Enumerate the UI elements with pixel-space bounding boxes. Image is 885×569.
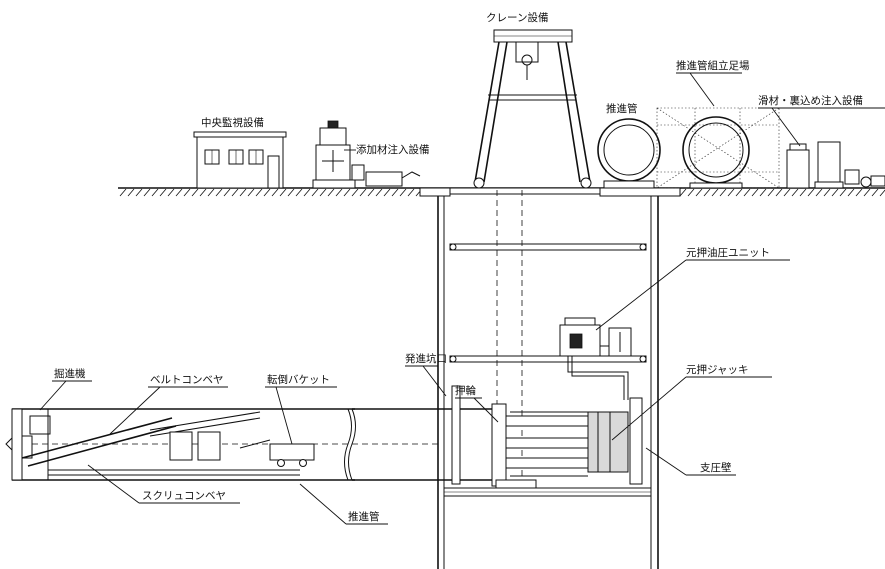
ground-hatch (719, 188, 727, 197)
central-monitoring-building (193, 131, 287, 189)
ground-hatch (207, 188, 215, 197)
gantry-crane (473, 29, 592, 189)
ground-hatch (327, 188, 335, 197)
ground-hatch (159, 188, 167, 197)
label-additive: 添加材注入設備 (356, 143, 430, 156)
ground-hatch (407, 188, 415, 197)
ground-hatch (711, 188, 719, 197)
label-pipe-bottom: 推進管 (348, 510, 380, 523)
ground-hatch (335, 188, 343, 197)
leader-lines (39, 72, 885, 525)
ground-hatch (735, 188, 743, 197)
ground-hatch (839, 188, 847, 197)
pipe-assembly-scaffold (656, 107, 780, 189)
ground-hatch (287, 188, 295, 197)
ground-hatch (703, 188, 711, 197)
additive-injection-equipment (312, 120, 421, 189)
label-hydraulic-unit: 元押油圧ユニット (686, 246, 770, 259)
ground-hatch (119, 188, 127, 197)
main-jack-hydraulic-unit (559, 317, 632, 400)
lubricant-backfill-injection-equipment (786, 141, 885, 189)
ground-hatch (191, 188, 199, 197)
tunnel-left (5, 408, 438, 481)
ground-hatch (295, 188, 303, 197)
ground-hatch (799, 188, 807, 197)
ground-hatch (767, 188, 775, 197)
ground-hatch (391, 188, 399, 197)
label-screw-conveyor: スクリュコンベヤ (142, 490, 226, 502)
ground-hatch (807, 188, 815, 197)
label-crane: クレーン設備 (486, 11, 548, 24)
ground-hatch (727, 188, 735, 197)
ground-hatch (687, 188, 695, 197)
ground-hatch (239, 188, 247, 197)
ground-hatch (871, 188, 879, 197)
ground-hatch (135, 188, 143, 197)
ground-hatch (247, 188, 255, 197)
ground-hatch (359, 188, 367, 197)
label-bucket: 転倒バケット (267, 374, 330, 386)
ground-hatch (127, 188, 135, 197)
ground-hatch (263, 188, 271, 197)
label-support-wall: 支圧壁 (700, 461, 732, 474)
label-scaffold: 推進管組立足場 (676, 59, 750, 72)
label-belt-conveyor: ベルトコンベヤ (150, 374, 224, 386)
ground-hatch (743, 188, 751, 197)
ground-hatch (311, 188, 319, 197)
label-push-ring: 押輪 (455, 384, 476, 397)
ground-hatch (783, 188, 791, 197)
ground-hatch (279, 188, 287, 197)
label-pipe-top: 推進管 (606, 102, 638, 115)
label-central: 中央監視設備 (201, 116, 264, 129)
launch-shaft (419, 187, 681, 569)
ground-hatch (823, 188, 831, 197)
push-ring (491, 403, 507, 487)
ground-hatch (319, 188, 327, 197)
label-injection: 滑材・裏込め注入設備 (758, 94, 863, 107)
ground-hatch (399, 188, 407, 197)
pipe-stock (597, 118, 661, 189)
ground-hatch (351, 188, 359, 197)
label-main-jack: 元押ジャッキ (686, 363, 748, 376)
tunnel-right (348, 385, 643, 489)
ground-hatch (215, 188, 223, 197)
ground-hatch (183, 188, 191, 197)
ground-hatch (791, 188, 799, 197)
ground-hatch (751, 188, 759, 197)
ground-hatch (863, 188, 871, 197)
ground-hatch (343, 188, 351, 197)
support-wall (629, 397, 643, 485)
ground-hatch (847, 188, 855, 197)
ground-hatch (815, 188, 823, 197)
ground-hatch (175, 188, 183, 197)
shaft-strut (449, 243, 647, 251)
ground-hatch (271, 188, 279, 197)
ground-hatch (255, 188, 263, 197)
ground-hatch (775, 188, 783, 197)
label-machine: 掘進機 (54, 367, 86, 380)
ground-hatch (167, 188, 175, 197)
ground-hatch (695, 188, 703, 197)
ground-hatch (879, 189, 885, 197)
ground-hatch (151, 188, 159, 197)
ground-hatch (367, 188, 375, 197)
ground-hatch (759, 188, 767, 197)
shaft-strut (449, 355, 647, 363)
ground-hatch (679, 188, 687, 197)
ground-hatch (855, 188, 863, 197)
ground-hatch (199, 188, 207, 197)
ground-hatch (303, 188, 311, 197)
label-launch-shaft: 発進坑口 (405, 352, 447, 365)
ground-hatch (375, 188, 383, 197)
ground-hatch (831, 188, 839, 197)
ground-hatch (223, 188, 231, 197)
ground-hatch (383, 188, 391, 197)
ground-hatch (143, 188, 151, 197)
ground-hatch (231, 188, 239, 197)
